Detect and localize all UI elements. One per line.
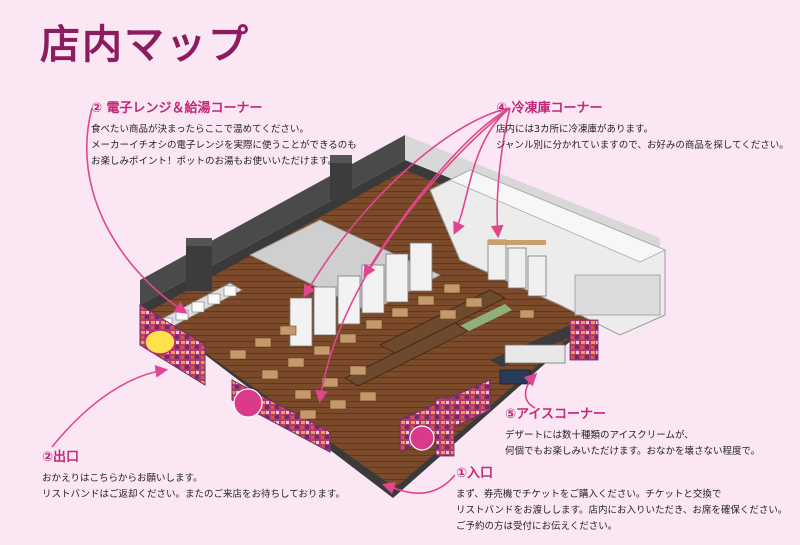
ice-cream-counter xyxy=(490,319,599,385)
annotation-entrance-line: まず、券売機でチケットをご購入ください。チケットと交換で xyxy=(456,489,722,500)
pillar-top xyxy=(330,155,352,163)
left-wall-badge xyxy=(144,329,176,355)
freezer-row-2 xyxy=(487,239,547,297)
annotation-microwave-line: メーカーイチオシの電子レンジを実際に使うことができるのも xyxy=(91,140,357,151)
annotation-ice: ⑤アイスコーナー デザートには数十種類のアイスクリームが、 何個でもお楽しみいた… xyxy=(505,403,760,460)
annotation-microwave-line: お楽しみポイント！ポットのお湯もお使いいただけます。 xyxy=(91,156,338,167)
arrow-entrance xyxy=(381,474,456,495)
page-title: 店内マップ xyxy=(40,22,250,68)
pillar xyxy=(330,160,352,200)
arrow-fridge-3 xyxy=(453,107,511,235)
annotation-entrance-line: ご予約の方は受付にお伝えください。 xyxy=(456,521,618,532)
arrow-fridge-5 xyxy=(315,107,511,404)
arrow-fridge-4 xyxy=(490,107,511,239)
annotation-microwave: ② 電子レンジ＆給湯コーナー 食べたい商品が決まったらここで温めてください。 メ… xyxy=(91,97,357,170)
counter xyxy=(574,274,661,316)
arrow-ice xyxy=(523,372,538,409)
arrow-microwave xyxy=(85,107,188,314)
center-counter-2 xyxy=(344,322,469,387)
pillar xyxy=(186,243,212,291)
annotation-fridge-title: ④ 冷凍庫コーナー xyxy=(496,101,603,116)
annotation-ice-title: ⑤アイスコーナー xyxy=(505,407,606,422)
dining-tables xyxy=(229,283,535,420)
annotation-ice-line: デザートには数十種類のアイスクリームが、 xyxy=(505,430,694,441)
freezer-row-1 xyxy=(289,242,433,347)
arrow-fridge-2 xyxy=(363,107,511,278)
annotation-microwave-line: 食べたい商品が決まったらここで温めてください。 xyxy=(91,124,309,135)
annotation-exit-line: おかえりはこちらからお願いします。 xyxy=(42,473,203,484)
annotation-microwave-title: ② 電子レンジ＆給湯コーナー xyxy=(91,101,263,116)
entrance-pillar xyxy=(435,397,455,457)
annotation-fridge-line: 店内には3カ所に冷凍庫があります。 xyxy=(496,124,654,135)
arrow-exit xyxy=(51,365,169,448)
pillar-top xyxy=(186,238,212,246)
annotation-entrance: ①入口 まず、券売機でチケットをご購入ください。チケットと交換で リストバンドを… xyxy=(456,462,787,535)
annotation-exit: ②出口 おかえりはこちらからお願いします。 リストバンドはご返却ください。またの… xyxy=(42,446,345,503)
entrance-wall-badge xyxy=(409,425,435,451)
annotation-fridge: ④ 冷凍庫コーナー 店内には3カ所に冷凍庫があります。 ジャンル別に分かれていま… xyxy=(496,97,789,154)
front-wall-badge xyxy=(233,388,263,418)
annotation-entrance-title: ①入口 xyxy=(456,466,494,481)
annotation-exit-title: ②出口 xyxy=(42,450,80,465)
arrow-fridge-1 xyxy=(303,107,511,298)
annotation-ice-line: 何個でもお楽しみいただけます。おなかを壊さない程度で。 xyxy=(505,446,761,457)
annotation-entrance-line: リストバンドをお渡しします。店内にお入りいただき、お席を確保ください。 xyxy=(456,505,788,516)
annotation-exit-line: リストバンドはご返却ください。またのご来店をお待ちしております。 xyxy=(42,489,345,500)
annotation-fridge-line: ジャンル別に分かれていますので、お好みの商品を探してください。 xyxy=(496,140,789,151)
kitchen-block-top xyxy=(449,169,666,263)
